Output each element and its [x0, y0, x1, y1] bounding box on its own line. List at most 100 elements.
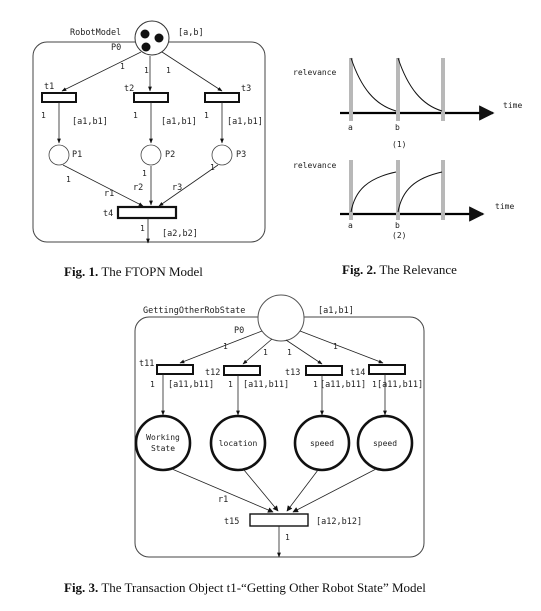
fig3-arc-interval: [a11,b11] — [168, 380, 214, 390]
fig2-caption-text: The Relevance — [379, 262, 457, 277]
fig1-caption-label: Fig. 1. — [64, 264, 99, 279]
fig3-t13-label: t13 — [285, 368, 300, 378]
fig1-transition-t4 — [116, 205, 178, 220]
fig3-working-label: Working — [146, 433, 180, 442]
token-icon — [141, 42, 151, 52]
fig3-weight: 1 — [372, 380, 377, 389]
fig2-plot2-tick-b: b — [395, 221, 400, 230]
fig1-place-p2 — [140, 144, 162, 166]
fig1-arc-interval: [a1,b1] — [227, 117, 263, 127]
fig1-transition-t2 — [133, 92, 169, 103]
fig3-place-name: GettingOtherRobState — [143, 306, 245, 316]
fig1-weight: 1 — [133, 111, 138, 120]
fig3-out-interval: [a12,b12] — [316, 517, 362, 527]
fig2-caption-label: Fig. 2. — [342, 262, 377, 277]
fig2-plot1-tick-a: a — [348, 123, 353, 132]
fig1-caption-text: The FTOPN Model — [101, 264, 203, 279]
fig3-weight: 1 — [285, 533, 290, 542]
fig3-caption: Fig. 3. The Transaction Object t1-“Getti… — [64, 580, 426, 596]
fig2-plot2-curve-2 — [397, 171, 443, 213]
fig2-plot2-curve-1 — [350, 171, 397, 213]
fig3-t15-label: t15 — [224, 517, 239, 527]
fig1-weight: 1 — [204, 111, 209, 120]
fig1-p3-label: P3 — [236, 150, 246, 160]
fig2-plot2-tick-a: a — [348, 221, 353, 230]
fig2-caption: Fig. 2. The Relevance — [342, 262, 457, 278]
fig1-weight: 1 — [166, 66, 171, 75]
fig3-t14-label: t14 — [350, 368, 365, 378]
fig1-weight: 1 — [140, 224, 145, 233]
fig3-weight: 1 — [333, 342, 338, 351]
fig3-place-working-state — [134, 414, 192, 472]
fig1-t2-label: t2 — [124, 84, 134, 94]
token-icon — [154, 33, 164, 43]
fig1-transition-t3 — [204, 92, 240, 103]
fig3-state-label: State — [151, 444, 175, 453]
fig1-arc-p0-t3 — [161, 51, 223, 92]
fig3-weight: 1 — [313, 380, 318, 389]
fig2-plot-2: relevance time a b (2) — [293, 160, 514, 240]
fig1-r3-label: r3 — [172, 183, 182, 193]
fig3-interval: [a1,b1] — [318, 306, 354, 316]
fig2-plot1-ylabel: relevance — [293, 68, 337, 77]
fig1-transition-t1 — [41, 92, 77, 103]
fig3-transaction-object: GettingOtherRobState [a1,b1] P0 1 1 1 1 … — [134, 294, 425, 558]
fig1-place-p1 — [48, 144, 70, 166]
fig1-weight: 1 — [142, 169, 147, 178]
fig3-arc-location-t15 — [243, 469, 279, 512]
fig3-r1-label: r1 — [218, 495, 228, 505]
fig3-weight: 1 — [287, 348, 292, 357]
fig1-weight: 1 — [144, 66, 149, 75]
fig1-weight: 1 — [210, 163, 215, 172]
fig3-arc-speed2-t15 — [292, 468, 377, 513]
fig1-ftopn-model: RobotModel P0 [a,b] 1 1 1 t1 t2 t3 1 1 1… — [32, 20, 266, 244]
fig1-interval: [a,b] — [178, 28, 204, 38]
fig3-arc-interval: [a11,b11] — [243, 380, 289, 390]
fig3-place-p0 — [257, 294, 305, 342]
fig1-arc-interval: [a1,b1] — [72, 117, 108, 127]
fig2-plot1-xlabel: time — [503, 101, 522, 110]
fig3-transition-t12 — [223, 365, 261, 376]
fig3-speed-label: speed — [373, 439, 397, 448]
fig3-location-label: location — [219, 439, 258, 448]
fig1-arc-p0-t1 — [61, 51, 142, 92]
fig3-transition-t15 — [249, 513, 309, 527]
fig1-arc-interval: [a1,b1] — [161, 117, 197, 127]
fig2-plot1-subcaption: (1) — [392, 140, 406, 149]
fig3-t11-label: t11 — [139, 359, 154, 369]
fig1-weight: 1 — [41, 111, 46, 120]
token-icon — [140, 29, 150, 39]
fig3-p0-label: P0 — [234, 326, 244, 336]
fig1-p2-label: P2 — [165, 150, 175, 160]
fig3-weight: 1 — [223, 342, 228, 351]
fig1-t1-label: t1 — [44, 82, 54, 92]
fig3-weight: 1 — [228, 380, 233, 389]
fig1-p1-label: P1 — [72, 150, 82, 160]
fig3-arc-speed1-t15 — [286, 469, 319, 512]
fig3-arc-p0-t11 — [179, 330, 263, 364]
fig1-p0-label: P0 — [111, 43, 121, 53]
fig3-place-speed-2 — [356, 414, 414, 472]
fig1-out-interval: [a2,b2] — [162, 229, 198, 239]
fig2-plot2-xlabel: time — [495, 202, 514, 211]
fig1-r2-label: r2 — [133, 183, 143, 193]
fig2-plot-1: relevance time a b (1) — [293, 57, 522, 149]
fig2-plot2-subcaption: (2) — [392, 231, 406, 240]
fig1-arc-p1-t4 — [62, 164, 144, 207]
fig3-caption-text: The Transaction Object t1-“Getting Other… — [101, 580, 426, 595]
fig1-r1-label: r1 — [104, 189, 114, 199]
fig3-arc-interval: [a11,b11] — [377, 380, 423, 390]
fig1-place-p3 — [211, 144, 233, 166]
fig3-t12-label: t12 — [205, 368, 220, 378]
fig1-weight: 1 — [66, 175, 71, 184]
fig3-place-location — [209, 414, 267, 472]
fig2-plot1-tick-b: b — [395, 123, 400, 132]
fig1-arc-p3-t4 — [158, 164, 219, 207]
fig1-t3-label: t3 — [241, 84, 251, 94]
fig3-arc-working-t15 — [171, 468, 274, 513]
fig2-plot1-curve-1 — [350, 57, 397, 112]
fig1-t4-label: t4 — [103, 209, 113, 219]
fig3-place-speed-1 — [293, 414, 351, 472]
fig3-transition-t14 — [368, 364, 406, 375]
